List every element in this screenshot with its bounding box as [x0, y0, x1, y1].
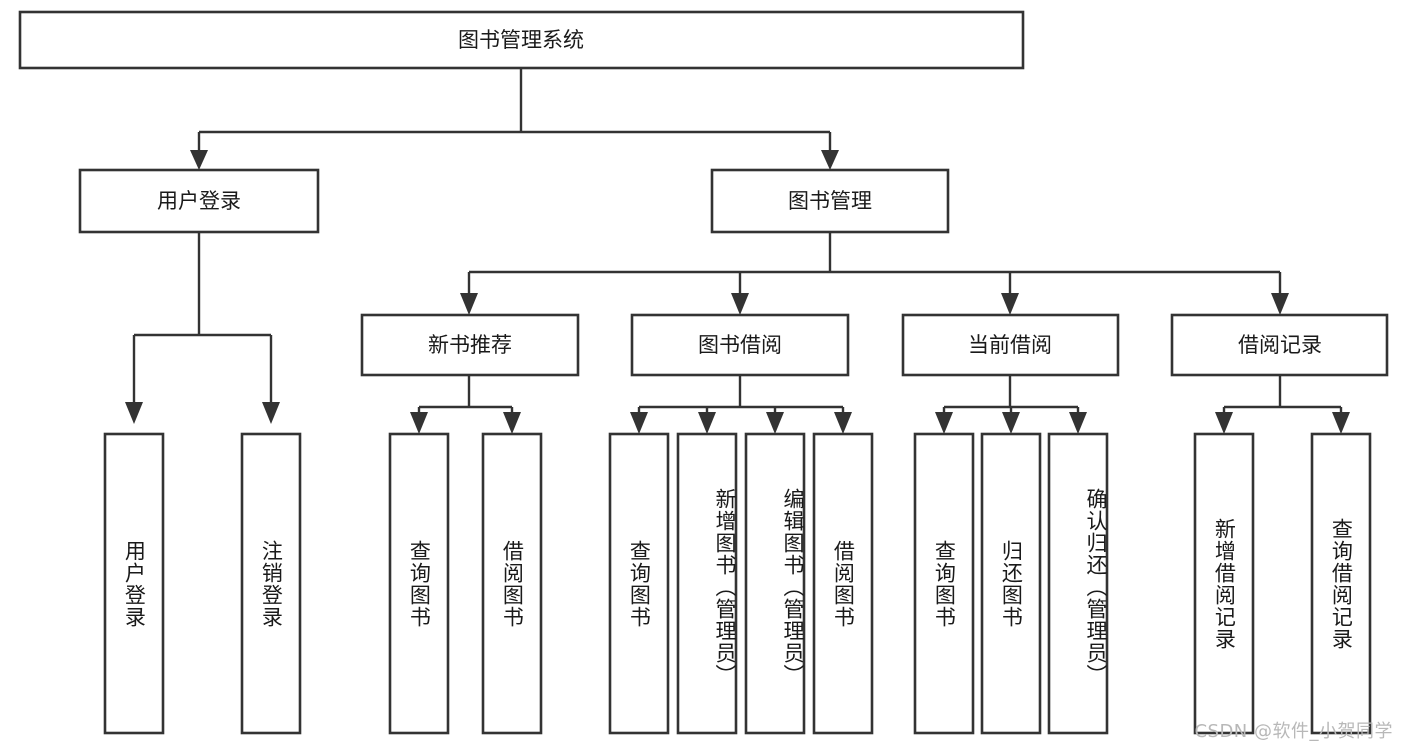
arrow-head-borrowrecord-leaf-1: [1215, 412, 1233, 434]
node-user-login[interactable]: 用户登录: [78, 168, 320, 234]
leaf-box-user-login[interactable]: [103, 432, 165, 735]
leaf-box-record-query[interactable]: [1310, 432, 1372, 735]
node-book-manage-label: 图书管理: [788, 189, 872, 213]
leaf-box-current-confirm-return[interactable]: [1047, 432, 1109, 735]
node-book-manage[interactable]: 图书管理: [710, 168, 950, 234]
leaf-box-borrow-borrow-book[interactable]: [812, 432, 874, 735]
node-borrow-record-box[interactable]: [1170, 313, 1389, 377]
csdn-watermark: CSDN @软件_小贺同学: [1194, 721, 1393, 742]
node-root-system-label: 图书管理系统: [458, 28, 584, 52]
arrow-head-newbook-leaf-1: [410, 412, 428, 434]
node-current-borrow-box[interactable]: [901, 313, 1120, 377]
arrow-head-bookborrow-leaf-3: [766, 412, 784, 434]
leaf-box-newbook-query-book[interactable]: [388, 432, 450, 735]
arrow-head-currentborrow-leaf-1: [935, 412, 953, 434]
arrow-head-leaf-user-login: [125, 402, 143, 424]
node-book-manage-box[interactable]: [710, 168, 950, 234]
leaf-box-record-add[interactable]: [1193, 432, 1255, 735]
connector-layer: [125, 68, 1350, 434]
arrow-head-newbook-leaf-2: [503, 412, 521, 434]
node-book-borrow-label: 图书借阅: [698, 333, 782, 357]
node-book-borrow[interactable]: 图书借阅: [630, 313, 850, 377]
node-borrow-record-label: 借阅记录: [1238, 333, 1322, 357]
arrow-head-book-manage: [821, 150, 839, 170]
node-current-borrow[interactable]: 当前借阅: [901, 313, 1120, 377]
leaf-box-borrow-edit-book[interactable]: [744, 432, 806, 735]
arrow-head-currentborrow-leaf-2: [1002, 412, 1020, 434]
node-user-login-label: 用户登录: [157, 189, 241, 213]
arrow-head-new-book: [460, 293, 478, 315]
leaf-box-logout[interactable]: [240, 432, 302, 735]
arrow-head-current-borrow: [1001, 293, 1019, 315]
arrow-head-bookborrow-leaf-2: [698, 412, 716, 434]
leaf-box-newbook-borrow-book[interactable]: [481, 432, 543, 735]
arrow-head-book-borrow: [731, 293, 749, 315]
node-current-borrow-label: 当前借阅: [968, 333, 1052, 357]
node-new-book-recommend[interactable]: 新书推荐: [360, 313, 580, 377]
node-user-login-box[interactable]: [78, 168, 320, 234]
arrow-head-currentborrow-leaf-3: [1069, 412, 1087, 434]
node-root-system-box[interactable]: [18, 10, 1025, 70]
leaf-box-borrow-query-book[interactable]: [608, 432, 670, 735]
node-borrow-record[interactable]: 借阅记录: [1170, 313, 1389, 377]
node-new-book-recommend-label: 新书推荐: [428, 333, 512, 357]
leaf-box-layer: [103, 432, 1372, 735]
leaf-box-borrow-add-book[interactable]: [676, 432, 738, 735]
leaf-box-current-return-book[interactable]: [980, 432, 1042, 735]
leaf-box-current-query-book[interactable]: [913, 432, 975, 735]
arrow-head-leaf-logout: [262, 402, 280, 424]
arrow-head-bookborrow-leaf-4: [834, 412, 852, 434]
arrow-head-borrowrecord-leaf-2: [1332, 412, 1350, 434]
arrow-head-bookborrow-leaf-1: [630, 412, 648, 434]
arrow-head-borrow-record: [1271, 293, 1289, 315]
node-book-borrow-box[interactable]: [630, 313, 850, 377]
arrow-head-user-login: [190, 150, 208, 170]
node-new-book-recommend-box[interactable]: [360, 313, 580, 377]
node-root-system[interactable]: 图书管理系统: [18, 10, 1025, 70]
